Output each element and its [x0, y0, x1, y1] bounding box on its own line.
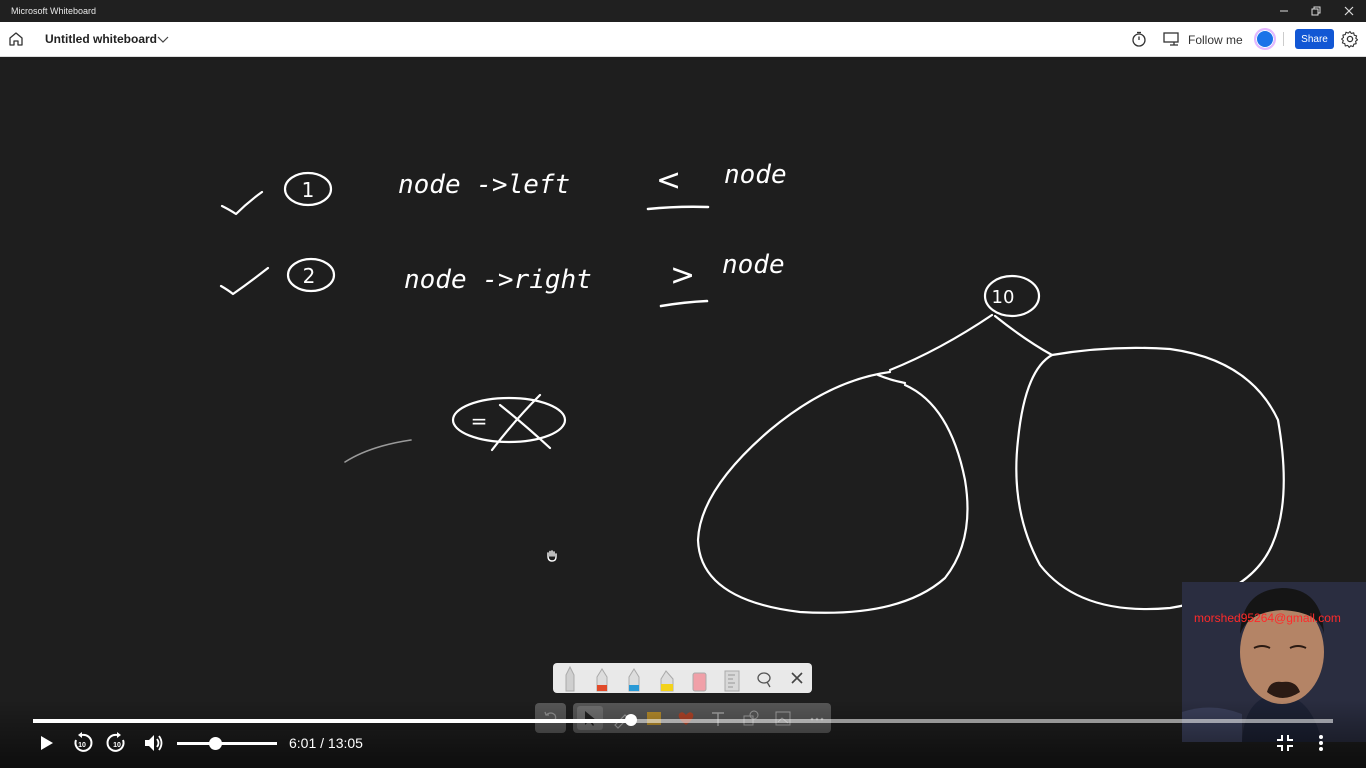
minimize-icon [1280, 10, 1288, 12]
rule1-right: node [724, 160, 787, 190]
rule1-number: 1 [302, 178, 315, 202]
blue-pen-icon[interactable] [628, 668, 640, 692]
share-button[interactable]: Share [1295, 29, 1334, 49]
crossed-symbol: = [471, 409, 488, 433]
user-avatar[interactable] [1254, 28, 1276, 50]
rule2-circle [286, 257, 336, 293]
divider [1283, 32, 1284, 46]
checkmark-2 [219, 266, 270, 296]
root-node-value: 10 [992, 287, 1015, 308]
right-subtree [1015, 346, 1285, 611]
volume-slider[interactable] [177, 737, 277, 750]
restore-button[interactable] [1300, 0, 1332, 22]
exit-fullscreen-icon[interactable] [1276, 734, 1294, 752]
rule2-underline [659, 299, 709, 308]
crossed-circle [451, 396, 567, 444]
watermark-email: morshed95264@gmail.com [1194, 611, 1341, 625]
left-edge [888, 313, 994, 372]
chevron-down-icon[interactable] [157, 34, 169, 44]
right-edge [993, 314, 1054, 357]
skip-forward-seconds: 10 [113, 742, 121, 749]
present-screen-icon[interactable] [1163, 32, 1181, 46]
skip-forward-10-icon[interactable]: 10 [106, 732, 128, 754]
close-icon [1344, 6, 1354, 16]
window-title: Microsoft Whiteboard [11, 6, 97, 16]
cross-line-1 [490, 393, 542, 452]
minimize-button[interactable] [1268, 0, 1300, 22]
progress-played [33, 719, 631, 723]
pen-toolbar [553, 663, 812, 693]
window-titlebar: Microsoft Whiteboard [0, 0, 1366, 22]
faint-stroke [344, 439, 412, 463]
root-node-circle [983, 274, 1041, 318]
close-icon[interactable] [791, 672, 803, 684]
home-icon[interactable] [7, 30, 25, 48]
eraser-icon[interactable] [692, 672, 707, 692]
left-subtree [696, 370, 969, 614]
checkmark-1 [220, 190, 264, 216]
rule1-left: node ->left [398, 170, 570, 200]
play-icon[interactable] [37, 734, 55, 752]
more-vertical-icon[interactable] [1314, 734, 1328, 752]
timer-icon[interactable] [1131, 31, 1147, 47]
skip-back-10-icon[interactable]: 10 [71, 732, 93, 754]
volume-handle[interactable] [209, 737, 222, 750]
time-display: 6:01 / 13:05 [289, 735, 363, 751]
video-controls [0, 700, 1366, 768]
rule1-circle [283, 171, 333, 207]
whiteboard-canvas[interactable]: 1 node ->left < node 2 node ->right > no… [0, 57, 1366, 768]
rule2-number: 2 [303, 264, 316, 288]
red-pen-icon[interactable] [596, 668, 608, 692]
hand-cursor-icon [547, 550, 557, 562]
rule2-left: node ->right [404, 265, 592, 295]
follow-me-button[interactable]: Follow me [1188, 33, 1243, 47]
restore-icon [1311, 6, 1321, 16]
rule1-operator: < [656, 163, 681, 198]
volume-icon[interactable] [143, 733, 165, 753]
gear-icon[interactable] [1341, 30, 1359, 48]
progress-handle[interactable] [625, 714, 637, 726]
rule2-right: node [722, 250, 785, 280]
lasso-icon[interactable] [757, 672, 771, 688]
rule2-operator: > [670, 258, 695, 293]
cross-line-2 [498, 403, 552, 450]
app-header: Untitled whiteboard Follow me Share [0, 22, 1366, 57]
pencil-tool-icon[interactable] [565, 665, 575, 692]
ruler-icon[interactable] [724, 670, 740, 692]
highlighter-icon[interactable] [660, 670, 674, 692]
progress-bar[interactable] [33, 714, 1333, 726]
skip-back-seconds: 10 [78, 742, 86, 749]
rule1-underline [646, 205, 710, 211]
close-window-button[interactable] [1333, 0, 1365, 22]
board-name[interactable]: Untitled whiteboard [45, 32, 157, 46]
